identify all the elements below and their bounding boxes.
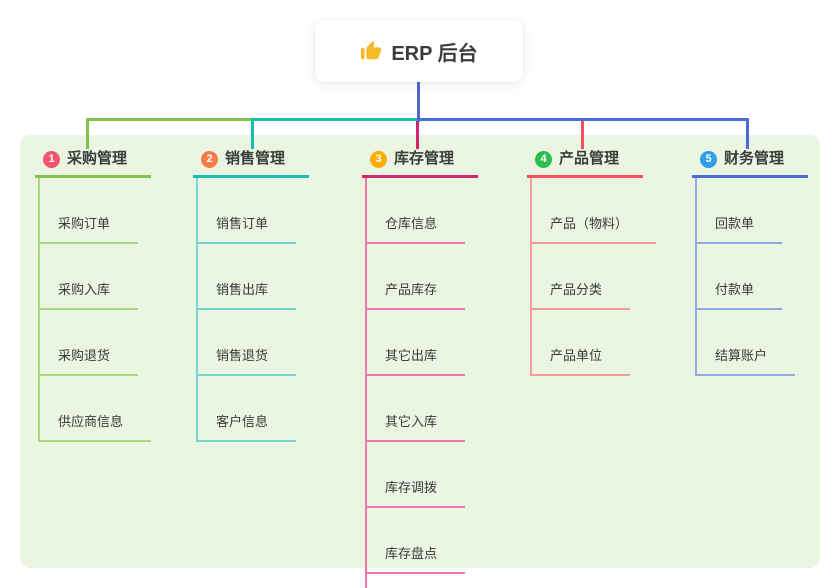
branch-node-3[interactable]: 3 库存管理 bbox=[362, 147, 479, 178]
branch-badge: 4 bbox=[535, 150, 552, 168]
branch-label: 库存管理 bbox=[394, 150, 455, 167]
child-node[interactable]: 结算账户 bbox=[697, 310, 796, 376]
branch-4: 4 产品管理产品（物料）产品分类产品单位 bbox=[527, 147, 657, 376]
branch-children: 回款单付款单结算账户 bbox=[695, 178, 808, 376]
child-node[interactable]: 产品（物料） bbox=[532, 178, 657, 244]
branch-node-5[interactable]: 5 财务管理 bbox=[692, 147, 809, 178]
connector-bus-left bbox=[86, 118, 254, 121]
child-node[interactable]: 出库库明细 bbox=[367, 574, 478, 588]
child-node[interactable]: 销售订单 bbox=[198, 178, 297, 244]
branch-children: 销售订单销售出库销售退货客户信息 bbox=[196, 178, 309, 442]
child-node[interactable]: 其它出库 bbox=[367, 310, 466, 376]
child-node[interactable]: 产品分类 bbox=[532, 244, 631, 310]
thumbs-up-icon bbox=[360, 40, 382, 62]
branch-children: 采购订单采购入库采购退货供应商信息 bbox=[38, 178, 152, 442]
connector-drop-branch-3 bbox=[416, 118, 419, 149]
branch-1: 1 采购管理采购订单采购入库采购退货供应商信息 bbox=[35, 147, 152, 442]
canvas-panel bbox=[20, 135, 820, 568]
child-node[interactable]: 仓库信息 bbox=[367, 178, 466, 244]
connector-bus-mid bbox=[251, 118, 417, 121]
child-node[interactable]: 销售出库 bbox=[198, 244, 297, 310]
branch-node-2[interactable]: 2 销售管理 bbox=[193, 147, 310, 178]
connector-root-stem bbox=[417, 82, 420, 122]
child-node[interactable]: 回款单 bbox=[697, 178, 783, 244]
connector-drop-branch-1 bbox=[86, 118, 89, 149]
child-node[interactable]: 供应商信息 bbox=[40, 376, 152, 442]
branch-badge: 1 bbox=[43, 150, 60, 168]
child-node[interactable]: 客户信息 bbox=[198, 376, 297, 442]
branch-badge: 5 bbox=[700, 150, 717, 168]
child-node[interactable]: 产品单位 bbox=[532, 310, 631, 376]
branch-node-1[interactable]: 1 采购管理 bbox=[35, 147, 152, 178]
branch-label: 产品管理 bbox=[559, 150, 620, 167]
branch-label: 财务管理 bbox=[724, 150, 785, 167]
child-node[interactable]: 采购退货 bbox=[40, 310, 139, 376]
child-node[interactable]: 产品库存 bbox=[367, 244, 466, 310]
connector-drop-branch-5 bbox=[746, 118, 749, 149]
branch-node-4[interactable]: 4 产品管理 bbox=[527, 147, 644, 178]
branch-badge: 2 bbox=[201, 150, 218, 168]
branch-children: 仓库信息产品库存其它出库其它入库库存调拨库存盘点出库库明细 bbox=[365, 178, 478, 588]
root-node[interactable]: ERP 后台 bbox=[315, 20, 523, 82]
root-title: ERP 后台 bbox=[391, 42, 478, 65]
branch-2: 2 销售管理销售订单销售出库销售退货客户信息 bbox=[193, 147, 310, 442]
connector-drop-branch-4 bbox=[581, 118, 584, 149]
child-node[interactable]: 采购入库 bbox=[40, 244, 139, 310]
connector-bus-right bbox=[417, 118, 749, 121]
connector-drop-branch-2 bbox=[251, 118, 254, 149]
child-node[interactable]: 库存盘点 bbox=[367, 508, 466, 574]
child-node[interactable]: 付款单 bbox=[697, 244, 783, 310]
branch-3: 3 库存管理仓库信息产品库存其它出库其它入库库存调拨库存盘点出库库明细 bbox=[362, 147, 479, 588]
branch-label: 采购管理 bbox=[67, 150, 128, 167]
child-node[interactable]: 其它入库 bbox=[367, 376, 466, 442]
branch-children: 产品（物料）产品分类产品单位 bbox=[530, 178, 657, 376]
branch-5: 5 财务管理回款单付款单结算账户 bbox=[692, 147, 809, 376]
child-node[interactable]: 采购订单 bbox=[40, 178, 139, 244]
branch-label: 销售管理 bbox=[225, 150, 286, 167]
child-node[interactable]: 库存调拨 bbox=[367, 442, 466, 508]
child-node[interactable]: 销售退货 bbox=[198, 310, 297, 376]
branch-badge: 3 bbox=[370, 150, 387, 168]
